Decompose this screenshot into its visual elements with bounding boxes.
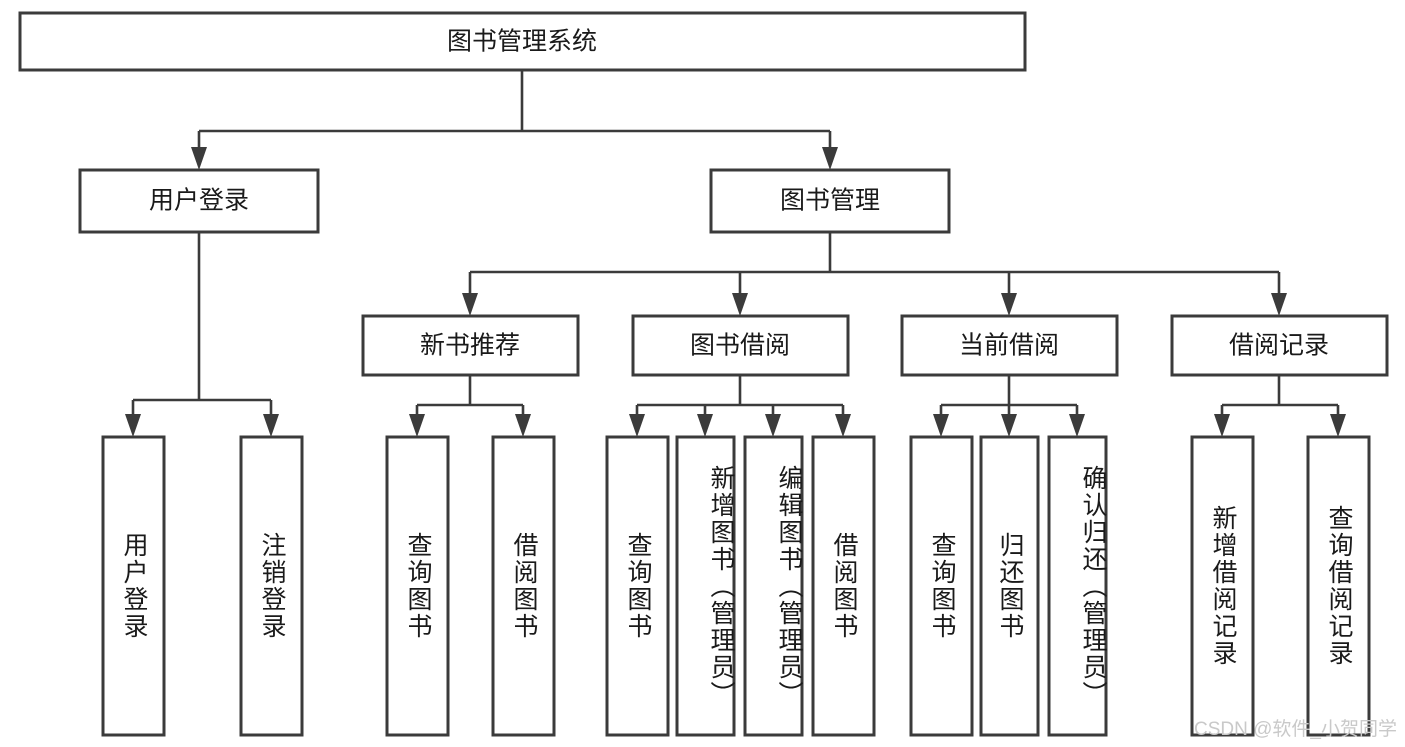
node-borrow-record[interactable]: 借阅记录 [1170, 314, 1389, 377]
node-new-book-recommend[interactable]: 新书推荐 [361, 314, 580, 377]
connector-root-to-level2 [191, 70, 838, 170]
connector-borrowrecord-to-leaves [1214, 375, 1346, 437]
node-leaf-confirm-return[interactable] [1047, 435, 1108, 737]
node-book-manage[interactable]: 图书管理 [709, 168, 951, 234]
node-leaf-user-logout[interactable] [239, 435, 304, 737]
node-leaf-borrow-book-2[interactable] [811, 435, 876, 737]
node-leaf-query-record[interactable] [1306, 435, 1371, 737]
node-leaf-edit-book[interactable] [743, 435, 804, 737]
node-leaf-return-book[interactable] [979, 435, 1040, 737]
node-leaf-query-book-2[interactable] [605, 435, 670, 737]
node-leaf-query-book-3[interactable] [909, 435, 974, 737]
connector-newbook-to-leaves [409, 375, 531, 437]
connector-bookmanage-to-level3 [462, 232, 1287, 316]
node-current-borrow-label: 当前借阅 [959, 332, 1059, 360]
watermark-text: CSDN @软件_小贺同学 [1194, 719, 1397, 740]
connector-currentborrow-to-leaves [933, 375, 1085, 437]
node-root-label: 图书管理系统 [447, 28, 597, 56]
node-borrow-record-label: 借阅记录 [1229, 332, 1329, 360]
node-leaf-user-login[interactable] [101, 435, 166, 737]
node-leaf-query-book-1[interactable] [385, 435, 450, 737]
node-user-login-label: 用户登录 [149, 187, 249, 215]
node-root[interactable]: 图书管理系统 [18, 11, 1027, 72]
node-new-book-recommend-label: 新书推荐 [420, 332, 520, 360]
node-leaf-add-record[interactable] [1190, 435, 1255, 737]
node-book-manage-label: 图书管理 [780, 187, 880, 215]
connector-userlogin-to-leaves [125, 232, 279, 437]
node-user-login[interactable]: 用户登录 [78, 168, 320, 234]
node-leaf-borrow-book-1[interactable] [491, 435, 556, 737]
node-current-borrow[interactable]: 当前借阅 [900, 314, 1119, 377]
node-leaf-add-book[interactable] [675, 435, 736, 737]
node-book-borrow-label: 图书借阅 [690, 332, 790, 360]
node-book-borrow[interactable]: 图书借阅 [631, 314, 850, 377]
connector-bookborrow-to-leaves [629, 375, 851, 437]
